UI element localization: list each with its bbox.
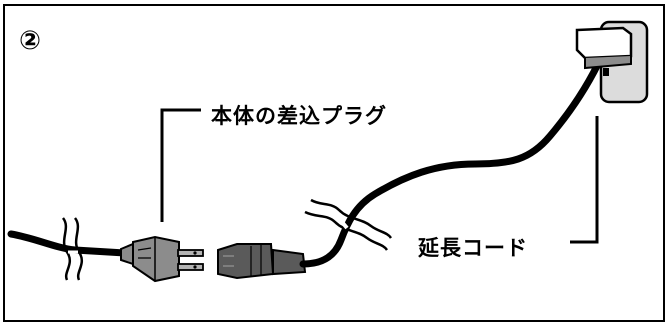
plug-leader-line xyxy=(160,108,201,222)
cord-leader-line xyxy=(570,116,599,244)
illustration xyxy=(7,20,649,283)
cord-break-mark-right xyxy=(304,198,393,251)
extension-cord-label: 延長コード xyxy=(418,236,528,260)
main-unit-cord xyxy=(7,230,129,257)
extension-cord xyxy=(299,60,602,268)
main-unit-plug xyxy=(120,235,204,283)
wall-outlet xyxy=(575,20,649,104)
extension-cord-connector xyxy=(217,243,307,280)
cord-break-mark-left xyxy=(61,217,84,281)
step-number: ② xyxy=(19,26,42,56)
main-unit-plug-label: 本体の差込プラグ xyxy=(211,104,387,128)
diagram-frame: ② 本体の差込プラグ 延長コード xyxy=(3,4,665,322)
